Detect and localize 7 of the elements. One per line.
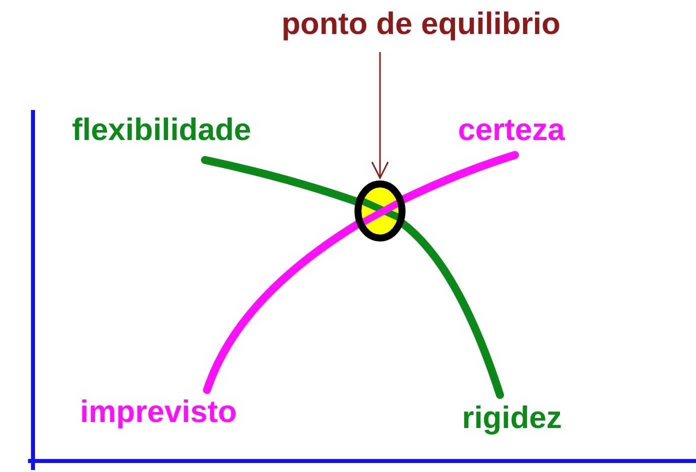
- annotation-text: ponto de equilibrio: [236, 6, 606, 46]
- curve-label: imprevisto: [80, 394, 237, 430]
- arrow: [371, 52, 389, 179]
- curve-label: rigidez: [462, 400, 562, 436]
- ring-marker: [354, 180, 406, 242]
- curve-label: flexibilidade: [72, 112, 252, 148]
- curve-label: certeza: [458, 112, 565, 148]
